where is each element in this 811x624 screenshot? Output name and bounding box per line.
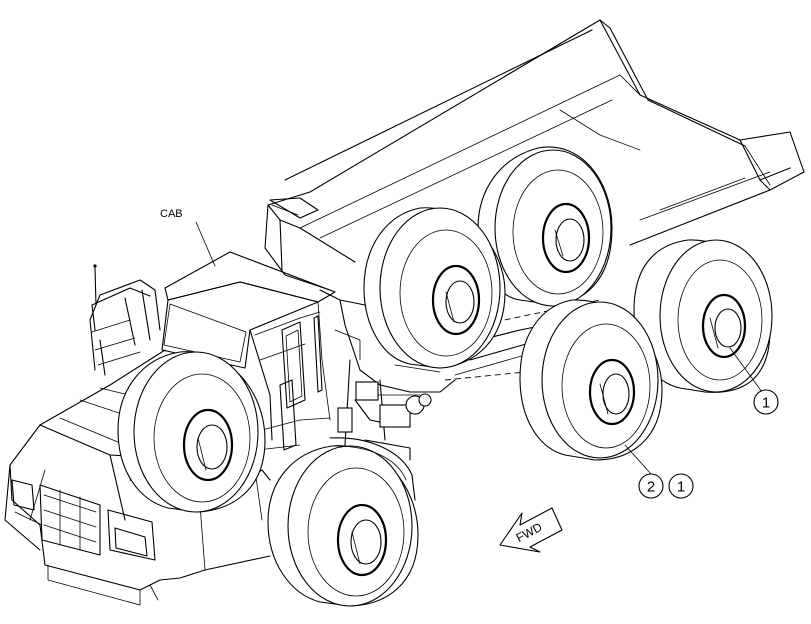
forward-arrow: FWD [499,507,563,553]
tire-front-right [267,445,419,607]
callout-leader-middle-right [624,444,652,475]
callout-middle-right: 2 1 [624,444,694,499]
cab-label: CAB [160,208,183,220]
dump-body [264,19,805,291]
tire-middle-right [519,299,663,461]
callout-number: 2 [647,479,655,496]
callout-number: 1 [762,395,770,412]
tractor-unit [4,251,336,606]
callout-circle [668,473,694,499]
fender-front-right [329,437,416,501]
callout-leader-rear-right [729,347,763,393]
tire-front-left [117,351,266,513]
callout-circle [638,473,664,499]
cab-label-group: CAB [160,208,216,267]
tire-rear-right [633,239,773,393]
callout-number: 1 [677,479,685,496]
tire-middle-left [363,207,506,369]
tire-rear-left [477,146,613,307]
frame-and-hitch [319,289,601,461]
callout-rear-right: 1 [729,347,779,415]
cab-leader-line [195,221,216,267]
callout-circle [753,389,779,415]
